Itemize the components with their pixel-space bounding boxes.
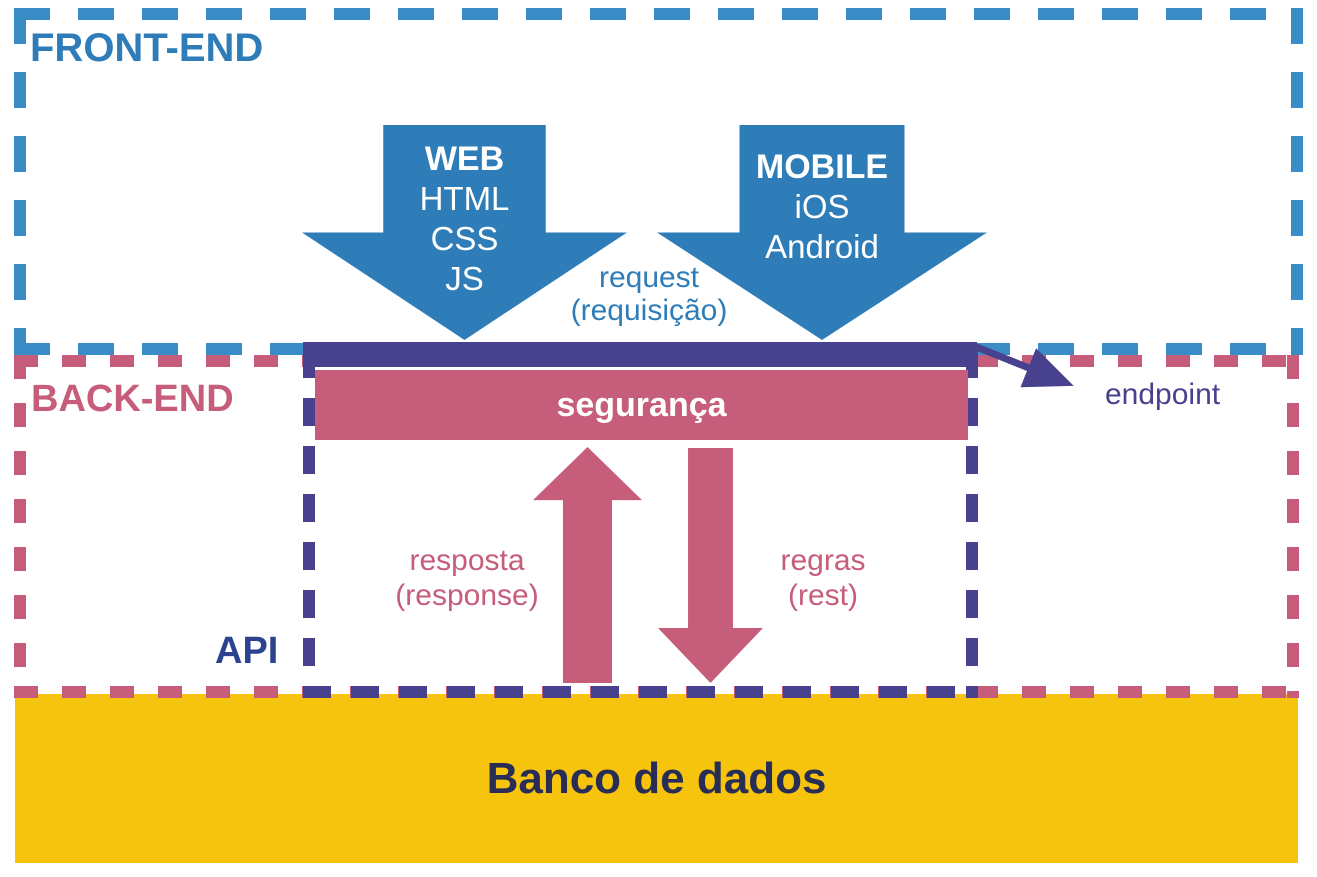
mobile-title: MOBILE: [755, 148, 889, 186]
back-end-border-left: [14, 355, 26, 698]
request-line2: (requisição): [570, 294, 728, 327]
rules-line2: (rest): [788, 579, 858, 612]
rules-label: regras (rest): [738, 543, 908, 613]
back-end-label: BACK-END: [31, 378, 234, 420]
response-label: resposta (response): [382, 543, 552, 613]
security-label: segurança: [556, 385, 727, 424]
front-end-border-left: [14, 8, 26, 355]
web-tech-css: CSS: [430, 220, 499, 257]
request-line1: request: [598, 261, 700, 294]
mobile-platform-ios: iOS: [794, 188, 850, 225]
rules-line1: regras: [780, 544, 866, 577]
back-end-border-right: [1287, 355, 1299, 698]
database-label: Banco de dados: [486, 753, 827, 803]
request-label: request (requisição): [538, 261, 760, 327]
api-border-left: [303, 350, 315, 698]
endpoint-label: endpoint: [1105, 378, 1221, 411]
endpoint-arrow: [972, 342, 1074, 388]
web-tech-html: HTML: [419, 180, 510, 217]
database-box: Banco de dados: [15, 694, 1298, 863]
front-end-label: FRONT-END: [30, 26, 264, 70]
front-end-border-right: [1291, 8, 1303, 355]
mobile-client-text: MOBILE iOS Android: [657, 147, 987, 267]
front-end-border-top: [14, 8, 1303, 20]
response-line1: resposta: [409, 544, 525, 577]
response-line2: (response): [395, 579, 539, 612]
web-client-text: WEB HTML CSS JS: [302, 139, 627, 299]
api-label: API: [215, 630, 279, 672]
security-bar: segurança: [315, 370, 968, 440]
mobile-platform-android: Android: [765, 228, 879, 265]
endpoint-bar: [303, 342, 977, 367]
web-tech-js: JS: [445, 260, 484, 297]
web-title: WEB: [424, 140, 505, 178]
